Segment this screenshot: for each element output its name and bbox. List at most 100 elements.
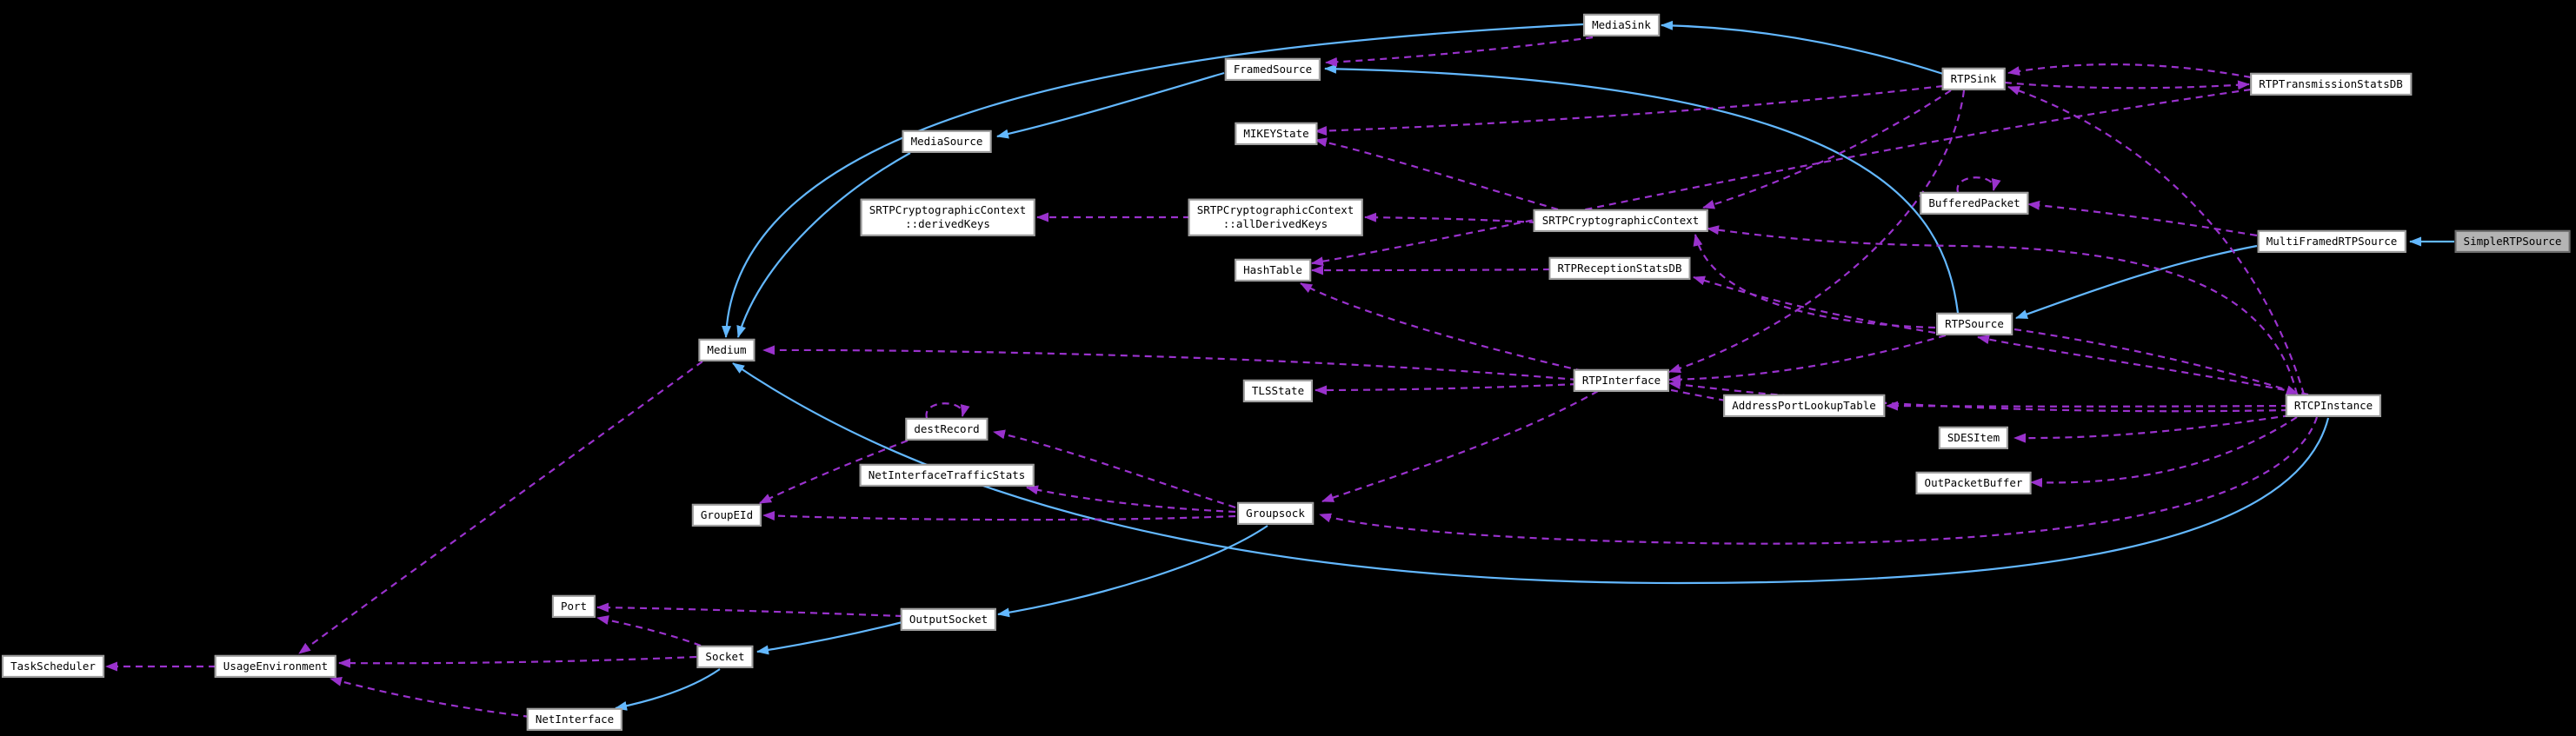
node-bufferedpacket[interactable]: BufferedPacket xyxy=(1920,191,2029,215)
edge-rtpsink-rtpinterface xyxy=(1668,90,1966,374)
node-rtcpinstance[interactable]: RTCPInstance xyxy=(2285,394,2382,418)
node-hashtable[interactable]: HashTable xyxy=(1235,258,1311,282)
node-label: RTPSource xyxy=(1945,316,2004,330)
edge-destrecord-destrecord xyxy=(925,402,970,419)
node-netinterfacetrafficstats[interactable]: NetInterfaceTrafficStats xyxy=(859,463,1035,487)
edge-netinterface-usageenvironment xyxy=(329,676,531,719)
node-label: Medium xyxy=(707,342,747,356)
node-mediasource[interactable]: MediaSource xyxy=(902,129,992,154)
node-srtpallderivedkeys[interactable]: SRTPCryptographicContext::allDerivedKeys xyxy=(1188,198,1363,236)
edge-groupsock-outputsocket xyxy=(997,525,1268,618)
node-mediasink[interactable]: MediaSink xyxy=(1583,13,1660,37)
node-label: MediaSink xyxy=(1592,17,1651,31)
node-label: GroupEId xyxy=(700,507,754,521)
node-taskscheduler[interactable]: TaskScheduler xyxy=(2,654,104,679)
node-label: SRTPCryptographicContext xyxy=(1196,202,1355,216)
node-label: OutPacketBuffer xyxy=(1924,475,2023,489)
node-label: NetInterfaceTrafficStats xyxy=(868,467,1026,481)
node-medium[interactable]: Medium xyxy=(698,338,755,362)
node-addressportlookuptable[interactable]: AddressPortLookupTable xyxy=(1723,394,1885,418)
edge-rtpinterface-groupsock xyxy=(1321,390,1599,503)
edge-addressportlookuptable-hashtable xyxy=(1300,282,1727,402)
node-label: MediaSource xyxy=(910,134,983,148)
node-srtpcontext[interactable]: SRTPCryptographicContext xyxy=(1533,209,1708,233)
node-label: AddressPortLookupTable xyxy=(1732,398,1876,412)
node-label: NetInterface xyxy=(535,712,615,726)
node-groupeid[interactable]: GroupEId xyxy=(691,503,762,527)
node-usageenvironment[interactable]: UsageEnvironment xyxy=(214,654,337,679)
node-rtpreceptionstatsdb[interactable]: RTPReceptionStatsDB xyxy=(1548,256,1691,281)
node-label: ::allDerivedKeys xyxy=(1222,217,1328,230)
edge-rtptransmissionstatsdb-hashtable xyxy=(1311,88,2252,267)
node-label: MIKEYState xyxy=(1243,126,1309,140)
edge-mediasource-medium xyxy=(736,152,911,338)
edge-rtpsource-srtpcontext xyxy=(1693,234,1936,329)
node-label: TaskScheduler xyxy=(10,659,96,673)
edge-groupsock-destrecord xyxy=(993,429,1236,509)
node-label: Port xyxy=(560,599,588,613)
edge-multiframedrtpsource-rtpsource xyxy=(2015,244,2258,320)
edge-rtpsink-rtptransmissionstatsdb xyxy=(2004,80,2250,90)
node-label: TLSState xyxy=(1251,383,1305,397)
node-multiframedrtpsource[interactable]: MultiFramedRTPSource xyxy=(2257,229,2406,254)
node-rtpsink[interactable]: RTPSink xyxy=(1941,67,2006,91)
node-rtptransmissionstatsdb[interactable]: RTPTransmissionStatsDB xyxy=(2250,72,2412,96)
edge-bufferedpacket-bufferedpacket xyxy=(1956,176,2001,193)
node-label: SRTPCryptographicContext xyxy=(1541,213,1700,227)
node-label: SRTPCryptographicContext xyxy=(869,202,1027,216)
node-srtpderivedkeys[interactable]: SRTPCryptographicContext::derivedKeys xyxy=(860,198,1035,236)
node-label: OutputSocket xyxy=(909,612,988,626)
edge-rtcpinstance-srtpcontext xyxy=(1707,225,2299,395)
node-label: RTPTransmissionStatsDB xyxy=(2259,76,2403,90)
edge-rtcpinstance-rtpsink xyxy=(2007,85,2306,395)
edge-multiframedrtpsource-bufferedpacket xyxy=(2027,200,2258,237)
edge-framedsource-mediasource xyxy=(996,71,1225,139)
node-label: SimpleRTPSource xyxy=(2463,234,2562,248)
edge-rtpsink-srtpcontext xyxy=(1702,90,1952,209)
node-tlsstate[interactable]: TLSState xyxy=(1242,379,1314,403)
node-framedsource[interactable]: FramedSource xyxy=(1224,57,1321,82)
edge-rtcpinstance-rtpsource xyxy=(1977,335,2309,396)
node-destrecord[interactable]: destRecord xyxy=(905,417,988,441)
edge-groupsock-netinterfacetrafficstats xyxy=(1026,485,1236,514)
edge-srtpcontext-srtpallderivedkeys xyxy=(1364,212,1537,224)
node-label: RTPInterface xyxy=(1581,373,1661,387)
edge-rtcpinstance-medium xyxy=(732,362,2330,585)
edge-socket-port xyxy=(596,615,702,647)
edge-rtpsource-framedsource xyxy=(1324,63,1960,314)
edge-outputsocket-socket xyxy=(756,620,903,655)
node-netinterface[interactable]: NetInterface xyxy=(526,707,623,732)
edge-mediasink-medium xyxy=(722,23,1584,338)
node-rtpsource[interactable]: RTPSource xyxy=(1936,312,2013,336)
edge-rtpreceptionstatsdb-hashtable xyxy=(1311,265,1551,275)
node-simplertpsource[interactable]: SimpleRTPSource xyxy=(2454,229,2571,254)
node-outpacketbuffer[interactable]: OutPacketBuffer xyxy=(1915,471,2032,495)
node-sdesitem[interactable]: SDESItem xyxy=(1938,426,2009,450)
node-outputsocket[interactable]: OutputSocket xyxy=(900,607,997,632)
edge-rtpsource-rtpreceptionstatsdb xyxy=(1693,275,1936,335)
node-socket[interactable]: Socket xyxy=(696,645,754,669)
edge-mediasink-framedsource xyxy=(1325,36,1594,67)
node-mikeystate[interactable]: MIKEYState xyxy=(1235,122,1318,146)
node-label: UsageEnvironment xyxy=(223,659,329,673)
edge-rtpsink-mediasink xyxy=(1661,20,1944,76)
edge-socket-netinterface xyxy=(615,668,721,711)
edge-socket-usageenvironment xyxy=(338,655,697,668)
edge-medium-usageenvironment xyxy=(298,361,703,654)
node-label: RTPReceptionStatsDB xyxy=(1557,261,1682,275)
node-label: HashTable xyxy=(1243,262,1302,276)
edge-destrecord-groupeid xyxy=(759,439,909,504)
node-groupsock[interactable]: Groupsock xyxy=(1237,501,1314,526)
node-label: destRecord xyxy=(914,421,980,435)
node-label: BufferedPacket xyxy=(1928,196,2020,209)
edge-outputsocket-port xyxy=(596,602,903,618)
edge-rtpinterface-tlsstate xyxy=(1315,382,1578,395)
node-label: ::derivedKeys xyxy=(905,217,990,230)
node-label: FramedSource xyxy=(1233,62,1313,76)
node-port[interactable]: Port xyxy=(551,594,596,619)
edge-groupsock-groupeid xyxy=(762,511,1236,521)
node-label: MultiFramedRTPSource xyxy=(2266,234,2398,248)
node-rtpinterface[interactable]: RTPInterface xyxy=(1573,368,1670,393)
